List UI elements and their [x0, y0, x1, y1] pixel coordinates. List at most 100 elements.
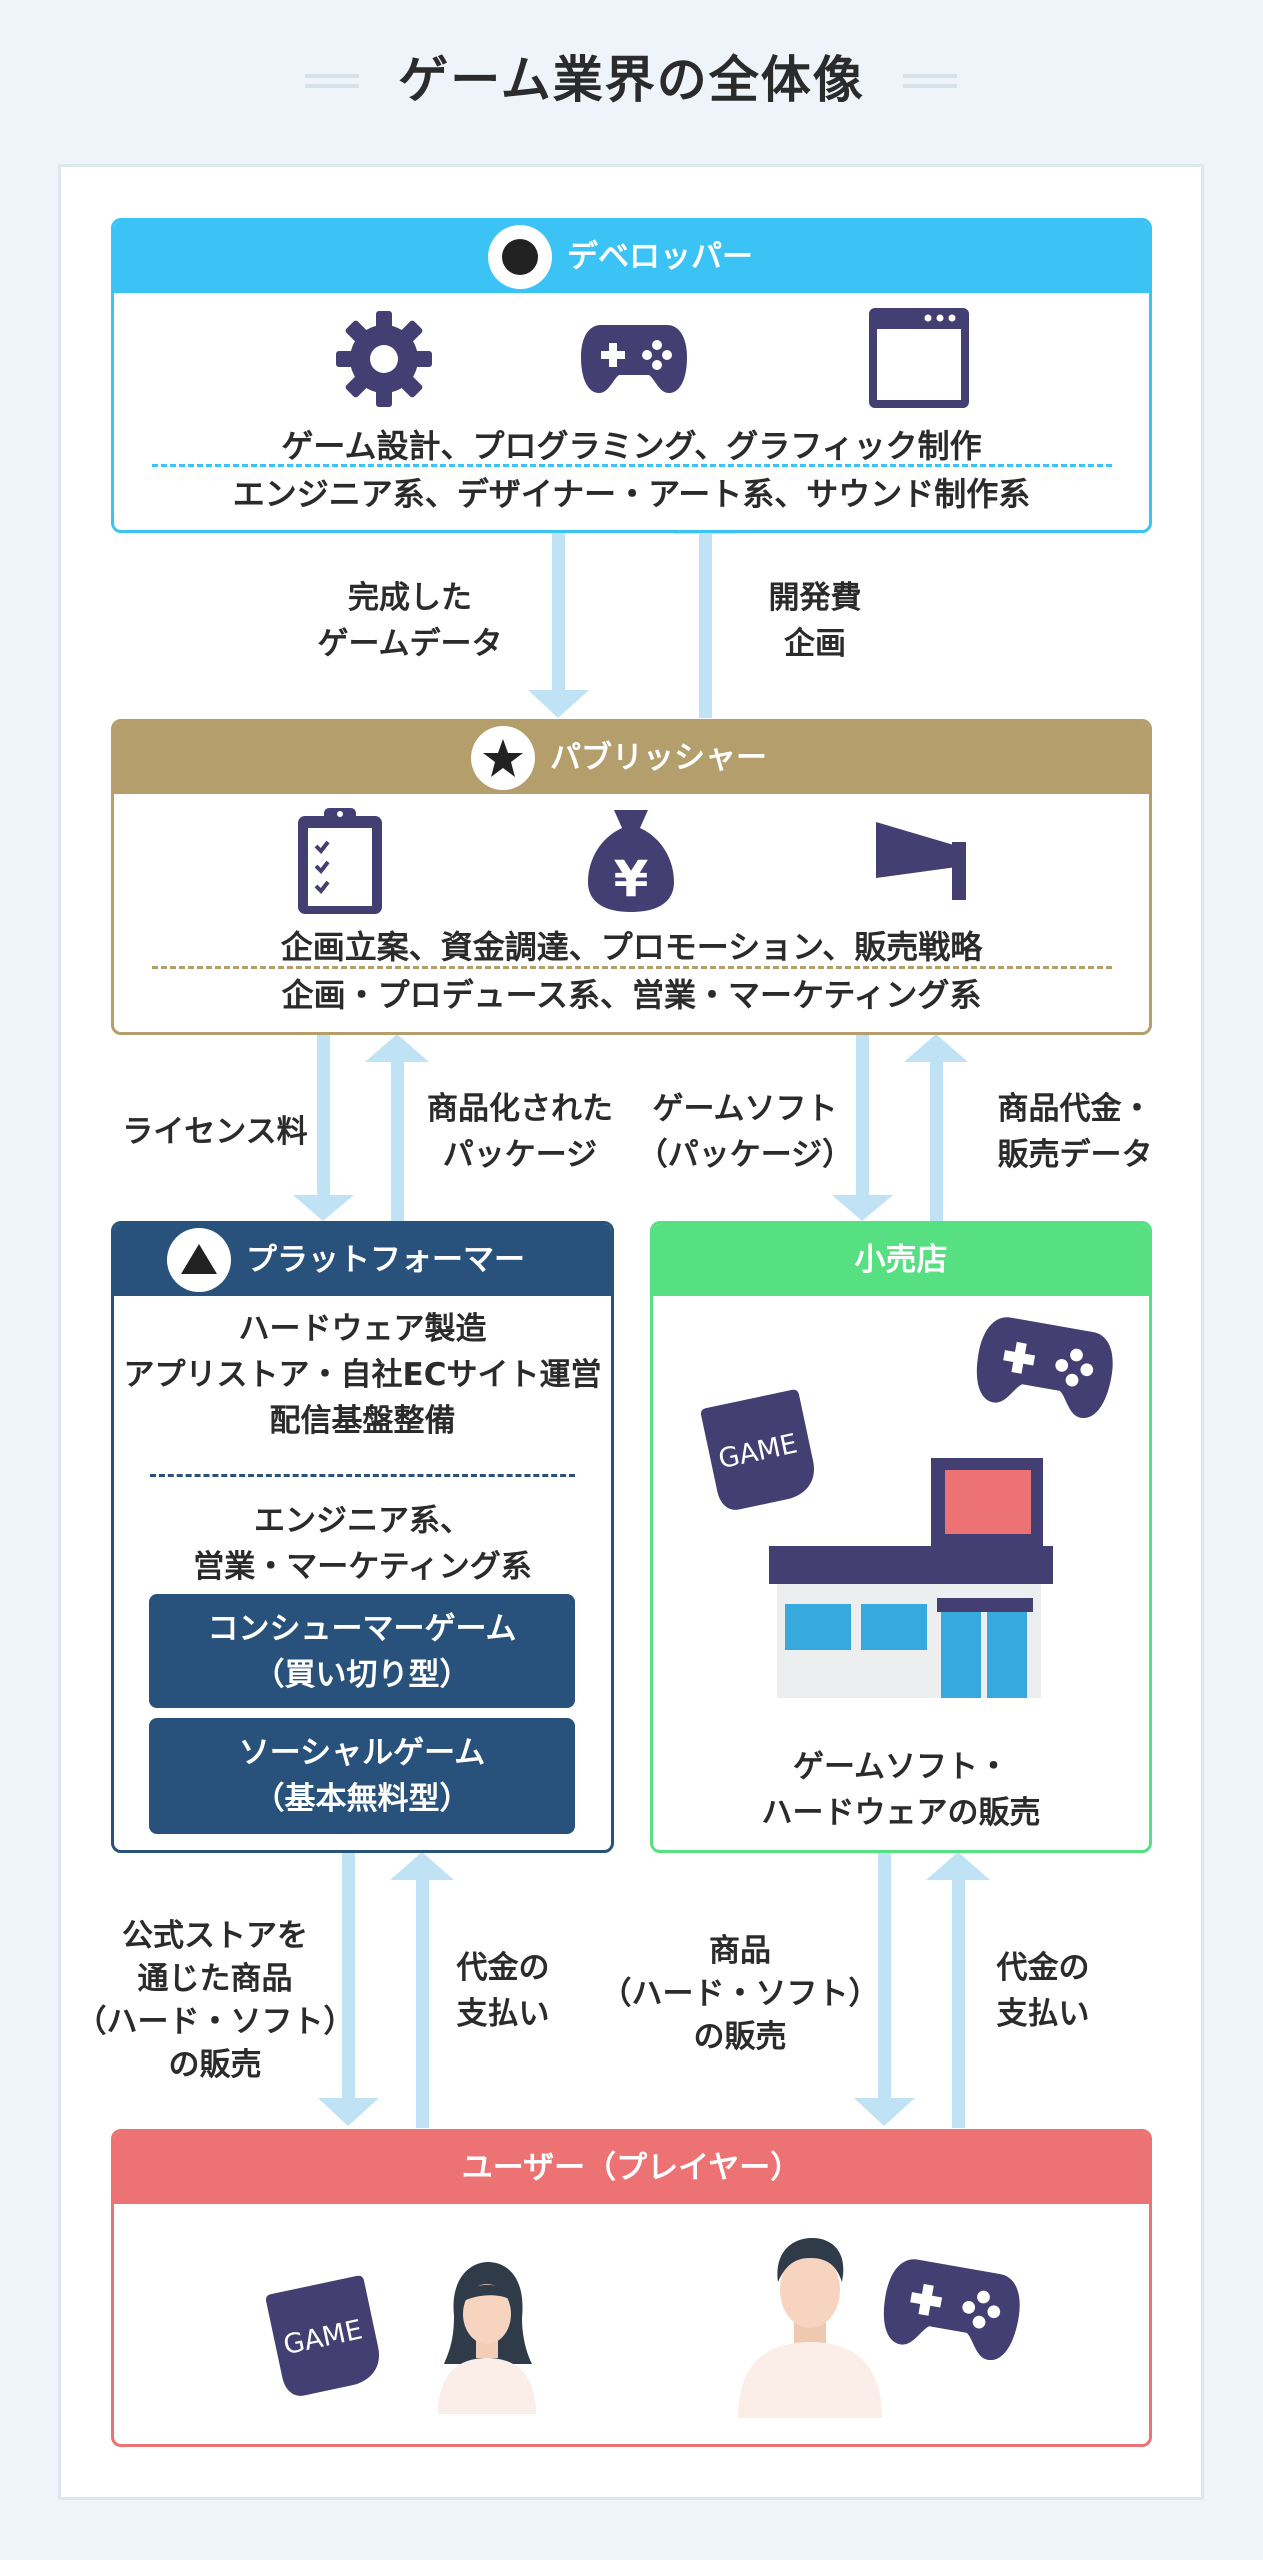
gamepad-icon — [976, 1317, 1113, 1418]
label-line: （ハード・ソフト） — [75, 2004, 355, 2040]
developer-jobs-text: エンジニア系、デザイナー・アート系、サウンド制作系 — [232, 475, 1031, 513]
arrow-pub-to-platformer — [293, 1034, 354, 1221]
label-products-sales: 商品 （ハード・ソフト） の販売 — [600, 1930, 880, 2059]
title-deco-left — [305, 74, 359, 78]
platformer-title: プラットフォーマー — [246, 1242, 525, 1278]
label-line: 代金の — [996, 1950, 1090, 1986]
platformer-box: プラットフォーマー ハードウェア製造 アプリストア・自社ECサイト運営 配信基盤… — [111, 1221, 614, 1853]
label-line: 代金の — [456, 1950, 550, 1986]
platformer-line: アプリストア・自社ECサイト運営 — [123, 1357, 602, 1393]
label-line: 通じた商品 — [137, 1961, 293, 1997]
label-line: 販売データ — [997, 1137, 1153, 1173]
platformer-line: 配信基盤整備 — [269, 1403, 456, 1439]
label-finished-data: 完成した ゲームデータ — [290, 575, 530, 667]
developer-divider — [152, 464, 1112, 467]
arrow-user-to-platformer — [390, 1852, 454, 2128]
arrow-dev-to-pub — [528, 532, 589, 718]
game-package-icon: GAME — [265, 2275, 379, 2396]
star-icon — [471, 726, 535, 790]
publisher-work-text: 企画立案、資金調達、プロモーション、販売戦略 — [280, 928, 983, 966]
retailer-box: 小売店 GAME ゲームソフト・ ハードウェアの販売 — [650, 1221, 1152, 1853]
label-line: の販売 — [693, 2019, 787, 2055]
developer-header: デベロッパー — [114, 221, 1149, 293]
browser-window-icon — [869, 308, 969, 408]
retailer-title: 小売店 — [854, 1242, 948, 1278]
label-line: パッケージ — [442, 1137, 598, 1173]
label-line: （ハード・ソフト） — [600, 1976, 880, 2012]
arrow-platformer-to-user — [318, 1852, 379, 2126]
woman-avatar-icon — [438, 2262, 536, 2414]
label-dev-cost: 開発費 企画 — [740, 575, 890, 667]
label-line: 公式ストアを — [122, 1918, 308, 1954]
social-game-sub: （基本無料型） — [253, 1781, 471, 1817]
label-line: 支払い — [456, 1996, 550, 2032]
clipboard-icon — [298, 808, 382, 914]
user-title: ユーザー（プレイヤー） — [461, 2150, 802, 2186]
consumer-game-title: コンシューマーゲーム — [207, 1611, 517, 1647]
label-payment-sales-data: 商品代金・ 販売データ — [960, 1086, 1190, 1178]
user-header: ユーザー（プレイヤー） — [114, 2132, 1149, 2204]
label-line: の販売 — [168, 2047, 262, 2083]
label-line: 企画 — [784, 626, 846, 662]
label-official-store: 公式ストアを 通じた商品 （ハード・ソフト） の販売 — [70, 1915, 360, 2087]
label-license-fee: ライセンス料 — [100, 1109, 330, 1155]
label-game-soft-package: ゲームソフト （パッケージ） — [630, 1086, 860, 1178]
game-package-icon: GAME — [700, 1389, 814, 1510]
label-line: 商品化された — [427, 1091, 613, 1127]
platformer-line: ハードウェア製造 — [238, 1311, 487, 1347]
label-line: 支払い — [996, 1996, 1090, 2032]
retailer-caption-line: ハードウェアの販売 — [761, 1795, 1041, 1831]
gear-icon — [336, 311, 432, 407]
developer-title: デベロッパー — [567, 239, 753, 275]
gamepad-icon — [883, 2259, 1020, 2360]
platformer-jobs-text: エンジニア系、 営業・マーケティング系 — [114, 1498, 611, 1590]
user-box: ユーザー（プレイヤー） GAME — [111, 2129, 1152, 2447]
label-line: ゲームソフト — [652, 1091, 838, 1127]
title-deco-left-2 — [305, 84, 359, 88]
label-line: ゲームデータ — [317, 626, 503, 662]
platformer-work-text: ハードウェア製造 アプリストア・自社ECサイト運営 配信基盤整備 — [114, 1306, 611, 1444]
label-payment-left: 代金の 支払い — [438, 1945, 568, 2037]
arrow-pub-to-retailer — [832, 1034, 893, 1221]
megaphone-icon — [876, 822, 966, 900]
money-bag-yen-icon: ¥ — [588, 810, 674, 912]
publisher-title: パブリッシャー — [550, 740, 767, 776]
man-avatar-icon — [738, 2238, 882, 2418]
retailer-header: 小売店 — [653, 1224, 1149, 1296]
developer-box: デベロッパー ゲーム設計、プログラミング、グラフィック制作 エ — [111, 218, 1152, 533]
page-title: ゲーム業界の全体像 — [398, 51, 865, 109]
store-icon — [769, 1458, 1053, 1698]
publisher-box: パブリッシャー ¥ 企画立案、資金調達、プロモーション、販売戦略 企画・プロデュ… — [111, 719, 1152, 1035]
label-line: 商品代金・ — [997, 1091, 1153, 1127]
platformer-divider — [150, 1474, 575, 1477]
consumer-game-sub: （買い切り型） — [253, 1657, 471, 1693]
platformer-job-line: エンジニア系、 — [254, 1503, 471, 1539]
platformer-job-line: 営業・マーケティング系 — [193, 1549, 532, 1585]
arrow-user-to-retailer — [926, 1852, 990, 2128]
label-line: 完成した — [348, 580, 472, 616]
retailer-caption-line: ゲームソフト・ — [792, 1749, 1010, 1785]
retailer-caption: ゲームソフト・ ハードウェアの販売 — [653, 1744, 1149, 1836]
gamepad-icon — [581, 325, 687, 393]
circle-icon — [488, 225, 552, 289]
label-line: 開発費 — [768, 580, 862, 616]
publisher-divider — [152, 966, 1112, 969]
label-payment-right: 代金の 支払い — [978, 1945, 1108, 2037]
publisher-jobs-text: 企画・プロデュース系、営業・マーケティング系 — [281, 976, 982, 1014]
consumer-game-box: コンシューマーゲーム （買い切り型） — [149, 1594, 575, 1708]
label-line: ライセンス料 — [122, 1114, 308, 1150]
arrow-retailer-to-pub — [904, 1034, 968, 1222]
developer-work-text: ゲーム設計、プログラミング、グラフィック制作 — [281, 427, 982, 465]
arrow-retailer-to-user — [854, 1852, 915, 2126]
title-deco-right-2 — [903, 84, 957, 88]
publisher-header: パブリッシャー — [114, 722, 1149, 794]
arrow-platformer-to-pub — [365, 1034, 429, 1222]
platformer-header: プラットフォーマー — [114, 1224, 611, 1296]
label-line: 商品 — [709, 1933, 771, 1969]
label-line: （パッケージ） — [636, 1137, 854, 1173]
yen-symbol: ¥ — [614, 850, 649, 908]
social-game-box: ソーシャルゲーム （基本無料型） — [149, 1718, 575, 1834]
social-game-title: ソーシャルゲーム — [238, 1735, 486, 1771]
title-deco-right — [903, 74, 957, 78]
